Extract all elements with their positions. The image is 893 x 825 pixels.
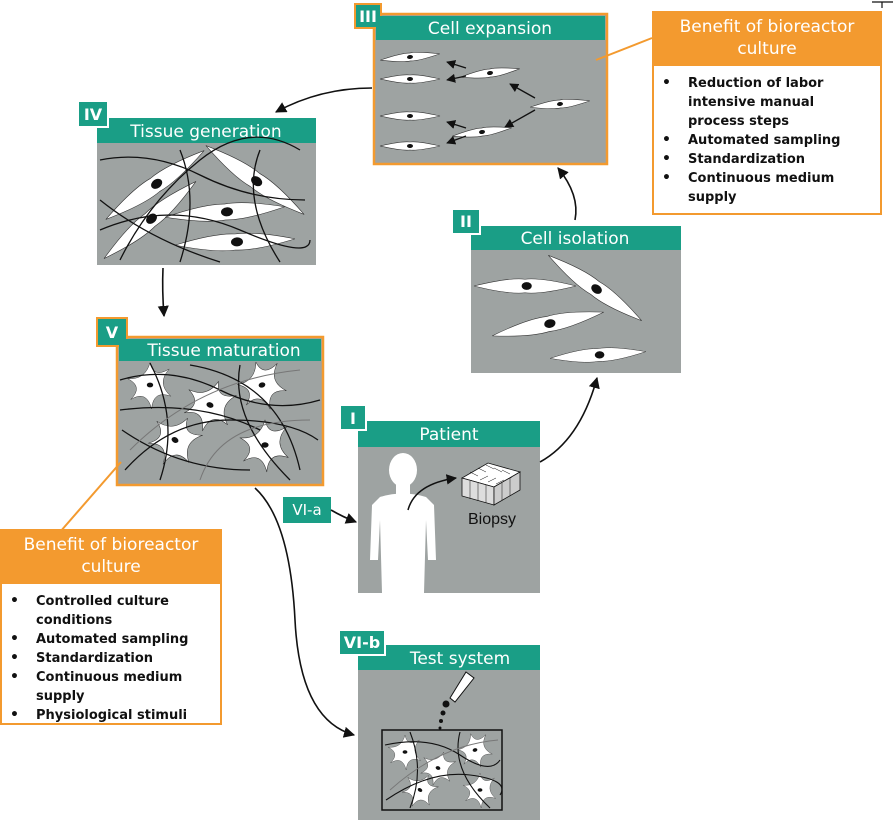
list-item: Automated sampling xyxy=(10,630,214,649)
stage-cell-expansion: III Cell expansion xyxy=(354,3,609,166)
stage-title: Tissue maturation xyxy=(146,341,300,361)
list-item: Continuous medium supply xyxy=(10,668,214,706)
list-item: Standardization xyxy=(662,150,874,169)
list-item: Continuous medium supply xyxy=(662,169,874,207)
stage-vi-a-tag: VI-a xyxy=(283,497,331,523)
corner-mark xyxy=(872,1,893,8)
benefit-title: Benefit of bioreactor culture xyxy=(654,13,880,66)
stage-number: I xyxy=(350,409,356,428)
benefit-connectors xyxy=(59,37,653,533)
stage-title: Test system xyxy=(409,649,510,669)
stage-tissue-maturation: V Tissue maturation xyxy=(96,317,325,487)
stage-number: III xyxy=(359,7,377,26)
stage-number: VI-b xyxy=(344,633,380,652)
benefit-box-left: Benefit of bioreactor culture Controlled… xyxy=(0,529,222,725)
stage-title: Cell isolation xyxy=(521,229,630,249)
stage-number: V xyxy=(106,323,119,342)
pipette-icon xyxy=(438,671,475,730)
benefit-title: Benefit of bioreactor culture xyxy=(2,531,220,584)
list-item: Controlled culture conditions xyxy=(10,592,214,630)
list-item: Reduction of labor intensive manual proc… xyxy=(662,74,874,131)
stage-title: Patient xyxy=(419,425,479,445)
patient-silhouette-icon xyxy=(370,453,436,593)
biopsy-label: Biopsy xyxy=(468,511,516,528)
list-item: Physiological stimuli xyxy=(10,706,214,725)
stage-title: Cell expansion xyxy=(428,19,552,39)
benefit-list: Controlled culture conditions Automated … xyxy=(2,584,220,729)
stage-tissue-generation: IV Tissue generation xyxy=(77,100,316,266)
stage-number: IV xyxy=(84,105,103,124)
stage-cell-isolation: II Cell isolation xyxy=(451,208,681,373)
list-item: Standardization xyxy=(10,649,214,668)
stage-test-system: VI-b Test system xyxy=(338,629,540,820)
vi-a-label: VI-a xyxy=(292,501,321,519)
stage-title: Tissue generation xyxy=(129,122,281,142)
list-item: Automated sampling xyxy=(662,131,874,150)
flow-arrows xyxy=(157,87,600,738)
biopsy-tissue-icon xyxy=(460,462,522,506)
benefit-box-top: Benefit of bioreactor culture Reduction … xyxy=(652,11,882,215)
stage-number: II xyxy=(460,212,472,231)
benefit-list: Reduction of labor intensive manual proc… xyxy=(654,66,880,211)
stage-patient: I Patient Biopsy xyxy=(339,404,540,593)
